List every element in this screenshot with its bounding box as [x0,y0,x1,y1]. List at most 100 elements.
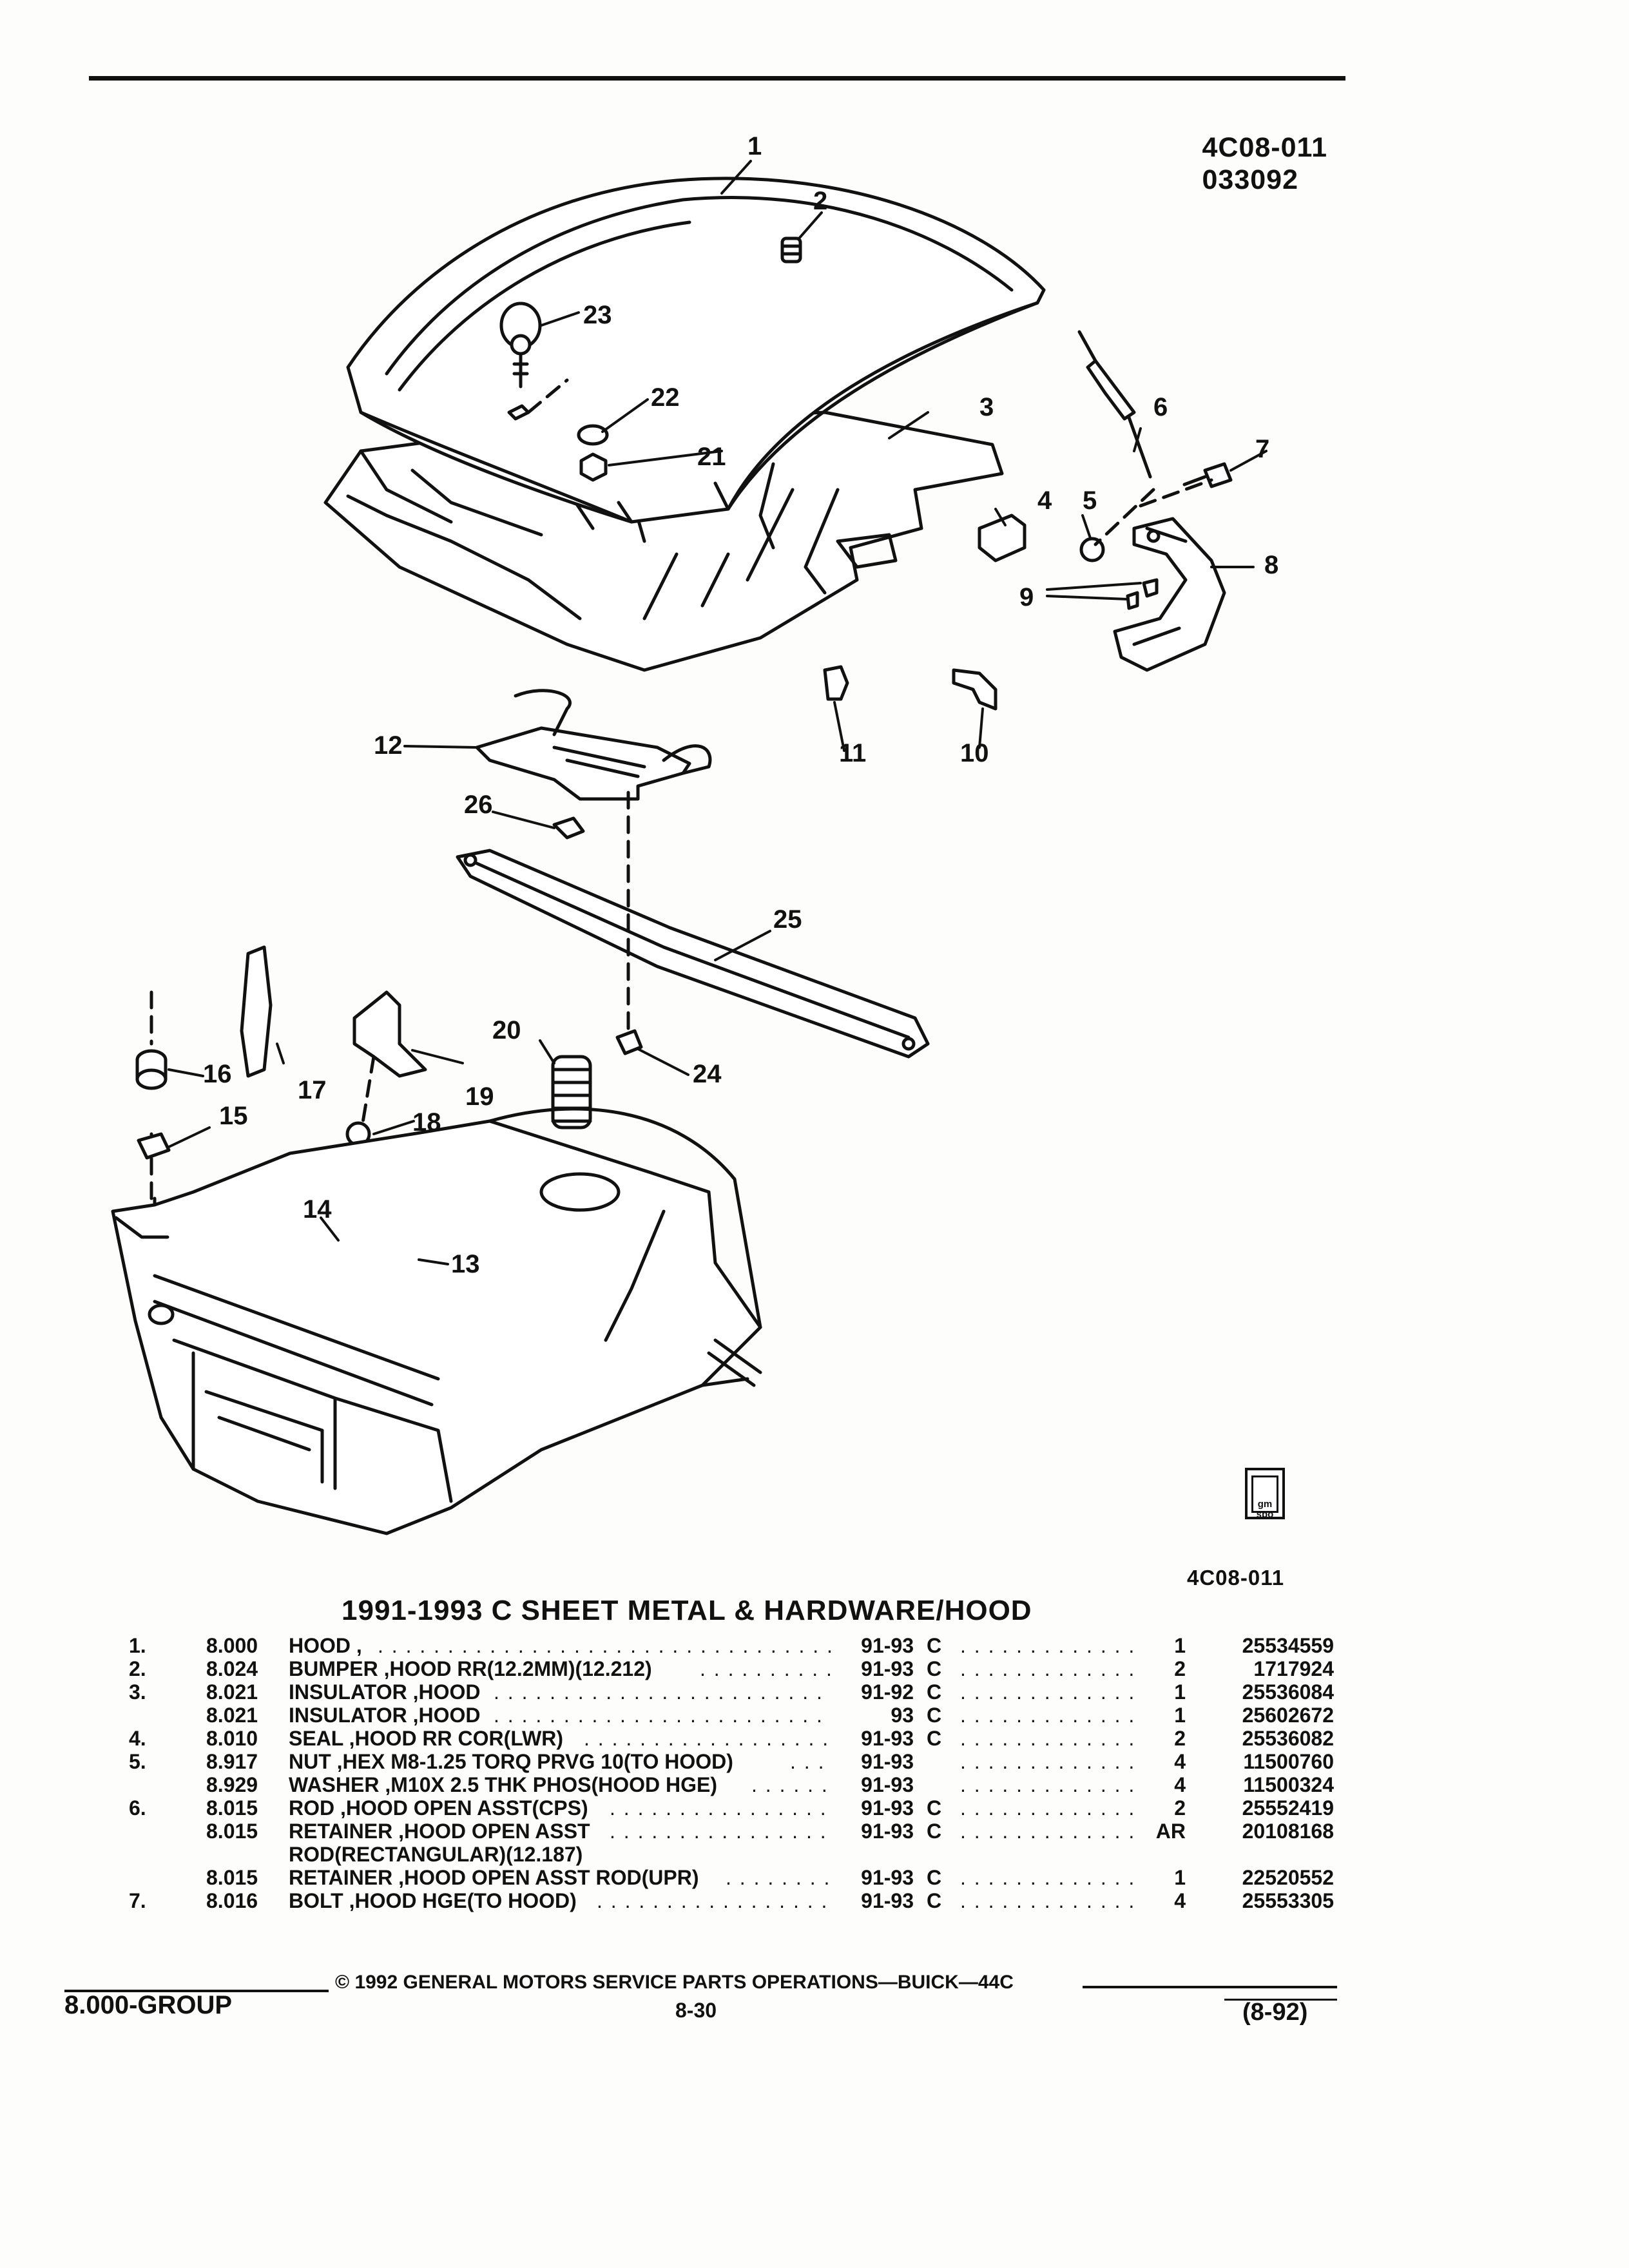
part-17-panel [240,945,273,1078]
dot-leader: . . . . . . . . . . . . . . . . . . . . … [960,1680,1141,1704]
part-style: C [927,1657,942,1680]
part-quantity: 4 [1174,1750,1186,1773]
callout-14: 14 [303,1195,332,1224]
part-group: 8.015 [206,1796,258,1820]
callout-10: 10 [960,739,989,767]
callout-13: 13 [451,1250,480,1278]
dot-leader: . . . . . . . . . . . . . . . . . . . . … [960,1704,1141,1727]
table-row: ROD(RECTANGULAR)(12.187) [129,1843,1340,1866]
part-quantity: AR [1155,1820,1186,1843]
part-description: INSULATOR ,HOOD [289,1680,481,1704]
dot-leader: . . . . . . . . . . . . . . . . . . . . … [790,1750,831,1773]
spring-20 [551,1055,592,1129]
dot-leader: . . . . . . . . . . . . . . . . . . . . … [610,1820,831,1843]
part-style: C [927,1889,942,1912]
callout-9: 9 [1019,583,1034,611]
part-number: 11500760 [1243,1750,1334,1773]
footer-revision: (8-92) [1242,1999,1308,2026]
part-index: 6. [129,1796,146,1820]
callout-19: 19 [465,1082,494,1111]
dot-leader: . . . . . . . . . . . . . . . . . . . . … [751,1773,831,1796]
footer-copyright: © 1992 GENERAL MOTORS SERVICE PARTS OPER… [335,1972,1014,1993]
hood-seal-4 [978,514,1027,562]
part-years: 91-93 [861,1866,914,1889]
hood-latch-support-25 [456,849,930,1059]
dot-leader: . . . . . . . . . . . . . . . . . . . . … [960,1796,1141,1820]
part-years: 91-93 [861,1820,914,1843]
part-number: 25536084 [1242,1680,1334,1704]
part-number: 22520552 [1242,1866,1334,1889]
footer-group: 8.000-GROUP [64,1991,233,2019]
footer-rule-right-2 [1224,1999,1337,2001]
part-quantity: 2 [1174,1657,1186,1680]
part-style: C [927,1634,942,1657]
hood-parts-21-22 [577,424,609,482]
part-description: ROD(RECTANGULAR)(12.187) [289,1843,583,1866]
callout-6: 6 [1153,393,1168,421]
hood-open-rod-6 [1077,330,1152,479]
part-description: SEAL ,HOOD RR COR(LWR) [289,1727,564,1750]
part-number: 25553305 [1242,1889,1334,1912]
footer-page-number: 8-30 [675,1999,717,2022]
callout-5: 5 [1083,486,1097,515]
part-index: 1. [129,1634,146,1657]
callout-8: 8 [1264,551,1278,579]
part-style: C [927,1820,942,1843]
part-group: 8.015 [206,1820,258,1843]
dot-leader: . . . . . . . . . . . . . . . . . . . . … [960,1727,1141,1750]
dot-leader: . . . . . . . . . . . . . . . . . . . . … [700,1657,831,1680]
footer-rule-left [64,1990,329,1992]
callout-16: 16 [203,1060,232,1088]
dot-leader: . . . . . . . . . . . . . . . . . . . . … [584,1727,831,1750]
callout-11: 11 [839,739,866,767]
part-quantity: 1 [1174,1704,1186,1727]
dot-leader: . . . . . . . . . . . . . . . . . . . . … [610,1796,831,1820]
part-16-bumper [135,1049,168,1090]
part-10-bracket [952,668,998,711]
dot-leader: . . . . . . . . . . . . . . . . . . . . … [726,1866,831,1889]
part-style: C [927,1680,942,1704]
dot-leader: . . . . . . . . . . . . . . . . . . . . … [960,1750,1141,1773]
part-number: 25552419 [1242,1796,1334,1820]
dot-leader: . . . . . . . . . . . . . . . . . . . . … [960,1866,1141,1889]
callout-18: 18 [412,1108,441,1137]
dot-leader: . . . . . . . . . . . . . . . . . . . . … [378,1634,831,1657]
part-quantity: 4 [1174,1773,1186,1796]
dot-leader: . . . . . . . . . . . . . . . . . . . . … [960,1657,1141,1680]
part-quantity: 4 [1174,1889,1186,1912]
part-group: 8.929 [206,1773,258,1796]
part-description: INSULATOR ,HOOD [289,1704,481,1727]
figure-code: 4C08-011 [1202,132,1327,163]
part-years: 91-92 [861,1680,914,1704]
part-years: 91-93 [861,1727,914,1750]
part-index: 4. [129,1727,146,1750]
callout-22: 22 [651,383,680,412]
callout-15: 15 [219,1102,248,1130]
part-19-bracket [352,990,427,1078]
part-number: 20108168 [1242,1820,1334,1843]
dot-leader: . . . . . . . . . . . . . . . . . . . . … [960,1773,1141,1796]
part-style: C [927,1866,942,1889]
top-rule [89,76,1345,81]
callout-numbers: 1 2 3 4 5 6 7 8 9 10 11 12 13 14 15 16 1… [203,132,1278,1278]
part-description: HOOD , [289,1634,362,1657]
part-index: 7. [129,1889,146,1912]
part-description: NUT ,HEX M8-1.25 TORQ PRVG 10(TO HOOD) [289,1750,733,1773]
figure-code-header: 4C08-011 033092 [1202,131,1328,196]
dot-leader: . . . . . . . . . . . . . . . . . . . . … [597,1889,831,1912]
leader-lines [168,160,1268,1265]
callout-4: 4 [1037,486,1052,515]
dot-leader: . . . . . . . . . . . . . . . . . . . . … [494,1704,831,1727]
hood-bumper-2 [780,236,802,264]
callout-7: 7 [1255,435,1269,463]
callout-1: 1 [747,132,762,160]
part-group: 8.021 [206,1680,258,1704]
